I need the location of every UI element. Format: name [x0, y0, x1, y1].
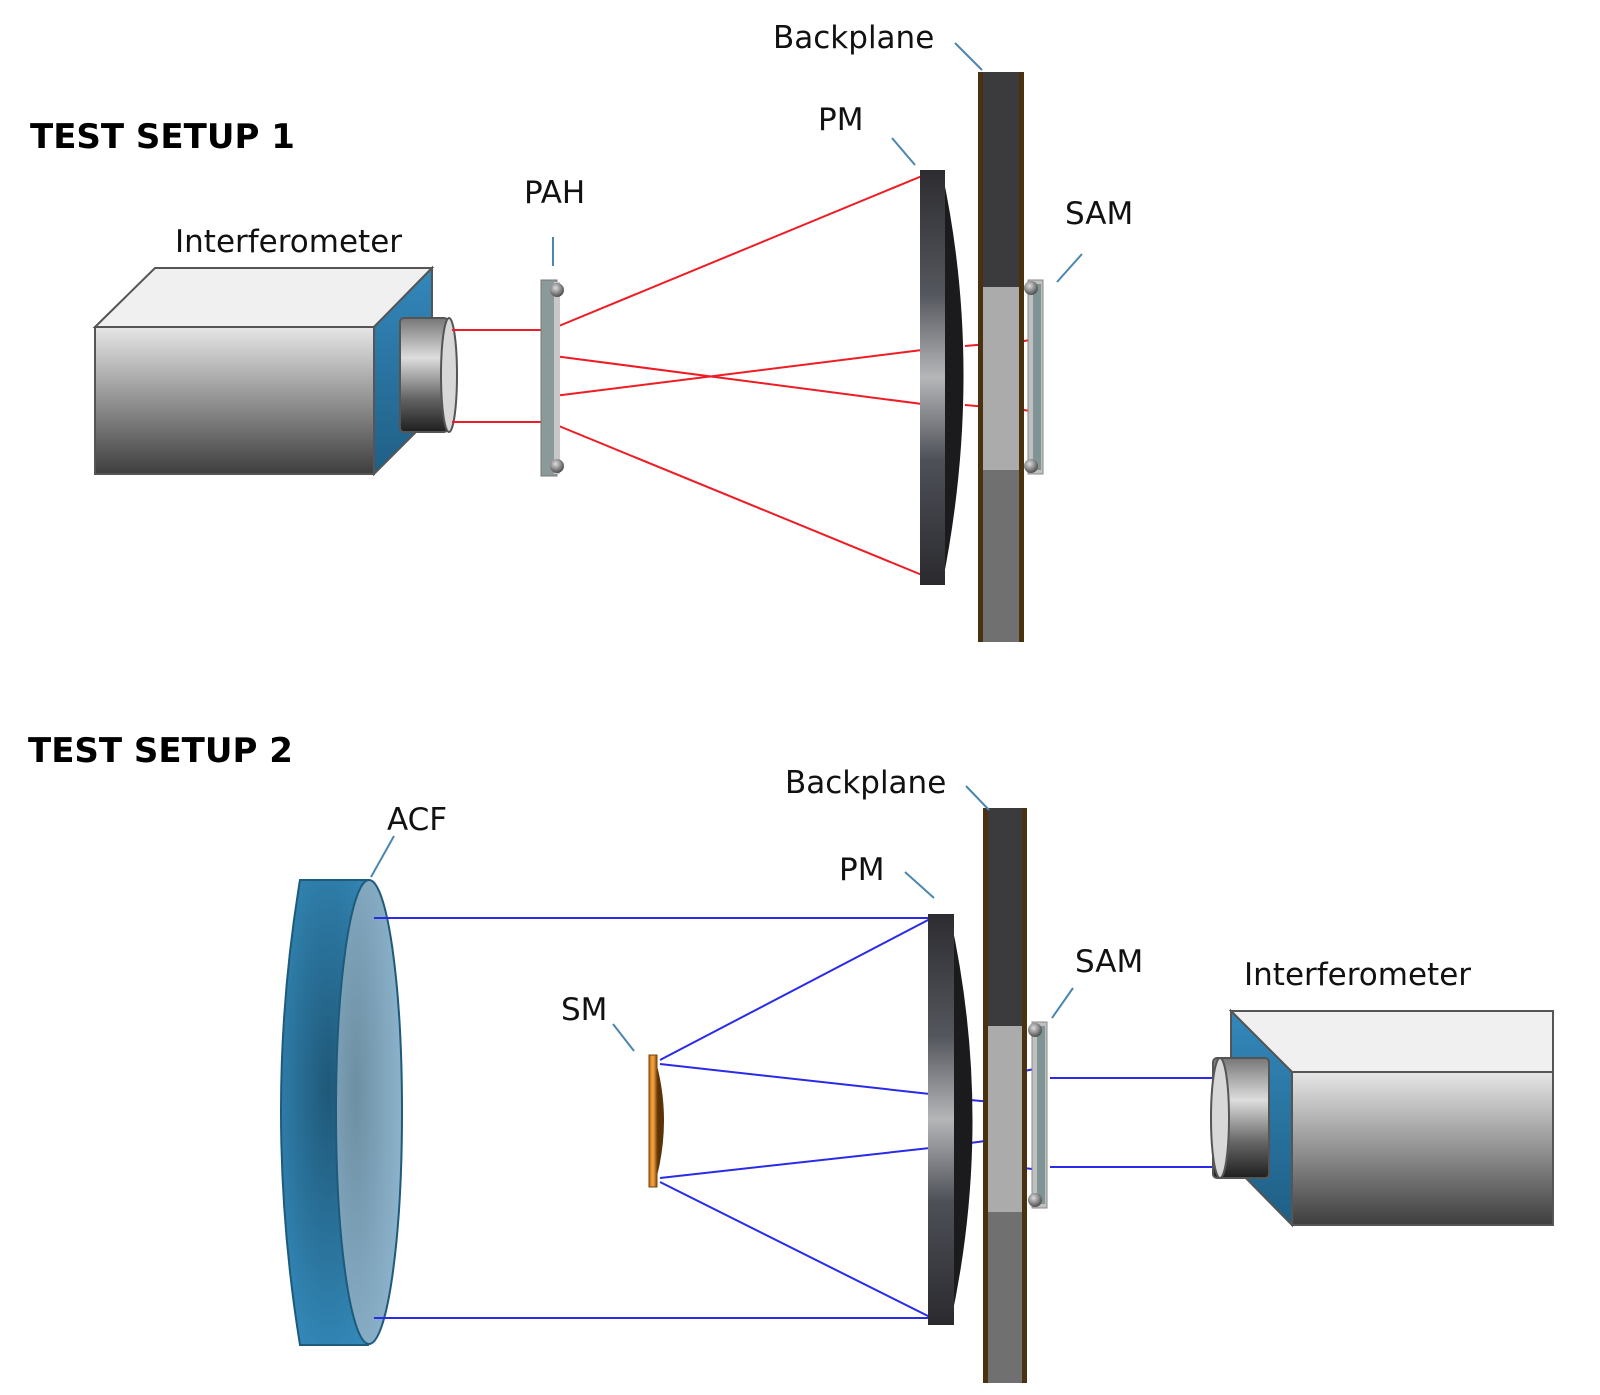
- interferometer-1-label: Interferometer: [175, 224, 402, 260]
- sam-2-label: SAM: [1075, 944, 1143, 980]
- pm-1: [920, 170, 964, 585]
- sam-2-leader: [1051, 987, 1074, 1019]
- pm-2: [928, 914, 973, 1325]
- backplane-2-leader: [965, 785, 990, 811]
- beam-paths-1: [452, 175, 1031, 576]
- backplane-1-leader: [954, 42, 983, 71]
- backplane-1: [978, 72, 1024, 642]
- pm-1-label: PM: [818, 102, 863, 138]
- backplane-2-label: Backplane: [785, 765, 946, 801]
- pm-1-leader: [891, 137, 916, 166]
- interferometer-2-label: Interferometer: [1244, 957, 1471, 993]
- interferometer-1: [92, 265, 458, 477]
- sam-2: [1028, 1021, 1048, 1209]
- pah-label: PAH: [524, 175, 585, 211]
- sm-mirror: [648, 1054, 664, 1188]
- pm-2-label: PM: [839, 852, 884, 888]
- setup1-title: TEST SETUP 1: [30, 117, 295, 157]
- acf-flat: [280, 879, 403, 1346]
- acf-label: ACF: [387, 802, 447, 838]
- sm-label: SM: [561, 992, 607, 1028]
- backplane-1-label: Backplane: [773, 20, 934, 56]
- pm-2-leader: [904, 871, 935, 899]
- sm-leader: [612, 1023, 635, 1052]
- interferometer-2: [1210, 1008, 1554, 1228]
- sam-1-leader: [1056, 253, 1083, 283]
- pah-plate: [540, 279, 564, 477]
- setup2-title: TEST SETUP 2: [28, 731, 293, 771]
- backplane-2: [983, 808, 1027, 1383]
- sam-1: [1024, 279, 1044, 475]
- acf-leader: [370, 835, 395, 878]
- sam-1-label: SAM: [1065, 196, 1133, 232]
